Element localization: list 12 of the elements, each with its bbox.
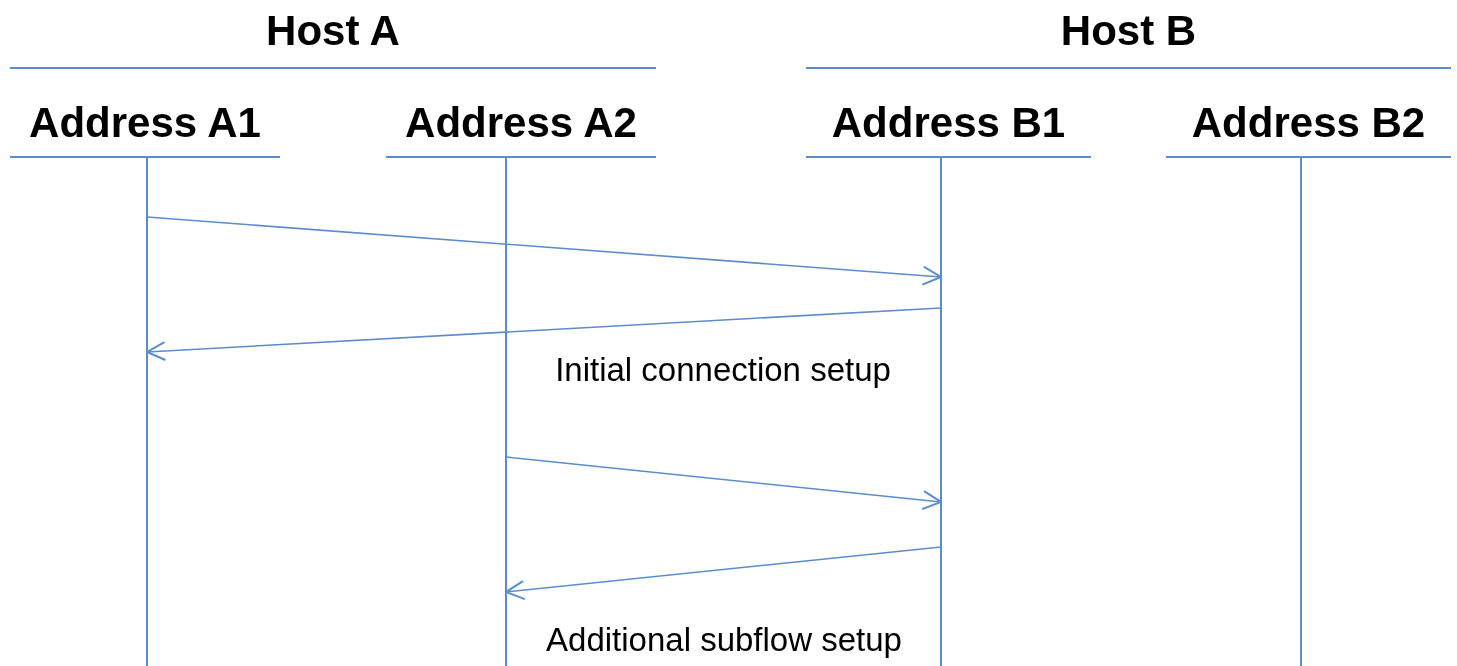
address-title: Address B2 (1190, 98, 1427, 148)
address-title: Address A2 (404, 98, 638, 148)
host-title: Host A (265, 6, 401, 56)
address-title: Address A1 (28, 98, 262, 148)
phase-label: Additional subflow setup (546, 620, 902, 660)
message-arrow (505, 456, 942, 511)
phase-label: Initial connection setup (555, 350, 891, 390)
message-arrow (505, 546, 942, 601)
address-title: Address B1 (830, 98, 1067, 148)
message-arrow (146, 216, 942, 286)
host-title: Host B (1059, 6, 1198, 56)
message-arrow (146, 307, 942, 361)
